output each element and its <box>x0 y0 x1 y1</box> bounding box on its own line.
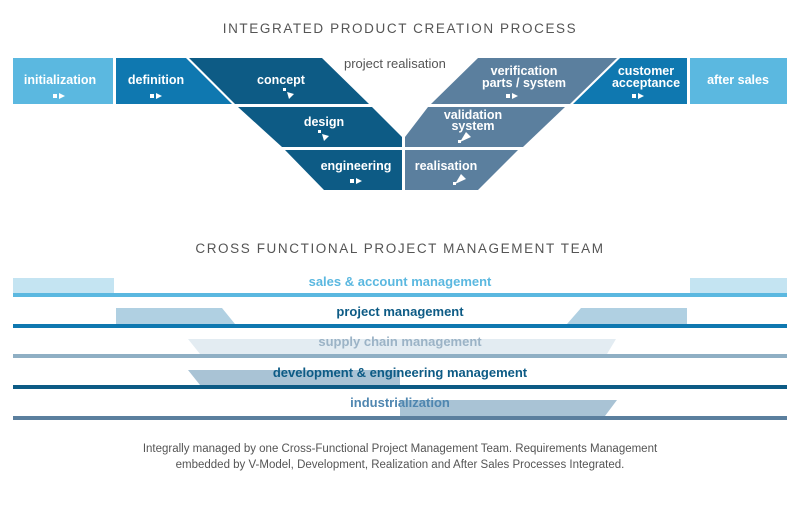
band-industrialization <box>13 400 787 420</box>
band-sales-label: sales & account management <box>308 274 492 289</box>
stage-customer-acceptance: customer acceptance <box>573 58 687 104</box>
stage-customer-label-2: acceptance <box>612 76 680 90</box>
footer-line-2: embedded by V-Model, Development, Realiz… <box>175 459 625 471</box>
arrow-diagonal-down-icon <box>283 88 294 99</box>
stage-customer-label-1: customer <box>618 64 674 78</box>
band-project-label: project management <box>336 304 464 319</box>
project-realisation-annotation: project realisation <box>344 56 446 71</box>
stage-design: design <box>238 107 402 147</box>
band-supply-label: supply chain management <box>318 334 482 349</box>
band-sales <box>13 278 787 297</box>
band-development-label: development & engineering management <box>272 365 528 380</box>
bottom-title: CROSS FUNCTIONAL PROJECT MANAGEMENT TEAM <box>195 241 605 256</box>
arrow-diagonal-up-icon <box>458 132 471 143</box>
stage-verification-label-1: verification <box>491 64 558 78</box>
arrow-right-icon <box>150 93 162 99</box>
stage-after-sales-label: after sales <box>707 73 769 87</box>
stage-after-sales: after sales <box>690 58 787 104</box>
footer-text: Integrally managed by one Cross-Function… <box>0 441 800 473</box>
stage-definition-label: definition <box>128 73 184 87</box>
stage-verification-label-2: parts / system <box>482 76 566 90</box>
stage-initialization: initialization <box>13 58 113 104</box>
stage-realisation-label: realisation <box>415 159 478 173</box>
top-title: INTEGRATED PRODUCT CREATION PROCESS <box>222 21 578 36</box>
stage-validation-label-2: system <box>451 119 494 133</box>
stage-concept-label: concept <box>257 73 306 87</box>
band-supply <box>13 339 787 358</box>
stage-validation-label-1: validation <box>444 108 502 122</box>
band-industrialization-label: industrialization <box>350 395 450 410</box>
band-project <box>13 308 787 328</box>
stage-engineering: engineering <box>285 150 402 190</box>
stage-initialization-label: initialization <box>24 73 96 87</box>
stage-verification: verification parts / system <box>431 58 617 104</box>
arrow-diagonal-up-icon <box>453 174 466 185</box>
footer-line-1: Integrally managed by one Cross-Function… <box>142 443 658 455</box>
stage-engineering-label: engineering <box>321 159 392 173</box>
stage-realisation: realisation <box>405 150 518 190</box>
band-development <box>13 370 787 389</box>
arrow-right-icon <box>53 93 65 99</box>
stage-definition: definition <box>116 58 232 104</box>
arrow-diagonal-down-icon <box>318 130 329 141</box>
stage-concept: concept <box>189 58 369 104</box>
stage-design-label: design <box>304 115 344 129</box>
arrow-right-icon <box>506 93 518 99</box>
arrow-right-icon <box>350 178 362 184</box>
arrow-right-icon <box>632 93 644 99</box>
stage-validation: validation system <box>405 107 565 147</box>
